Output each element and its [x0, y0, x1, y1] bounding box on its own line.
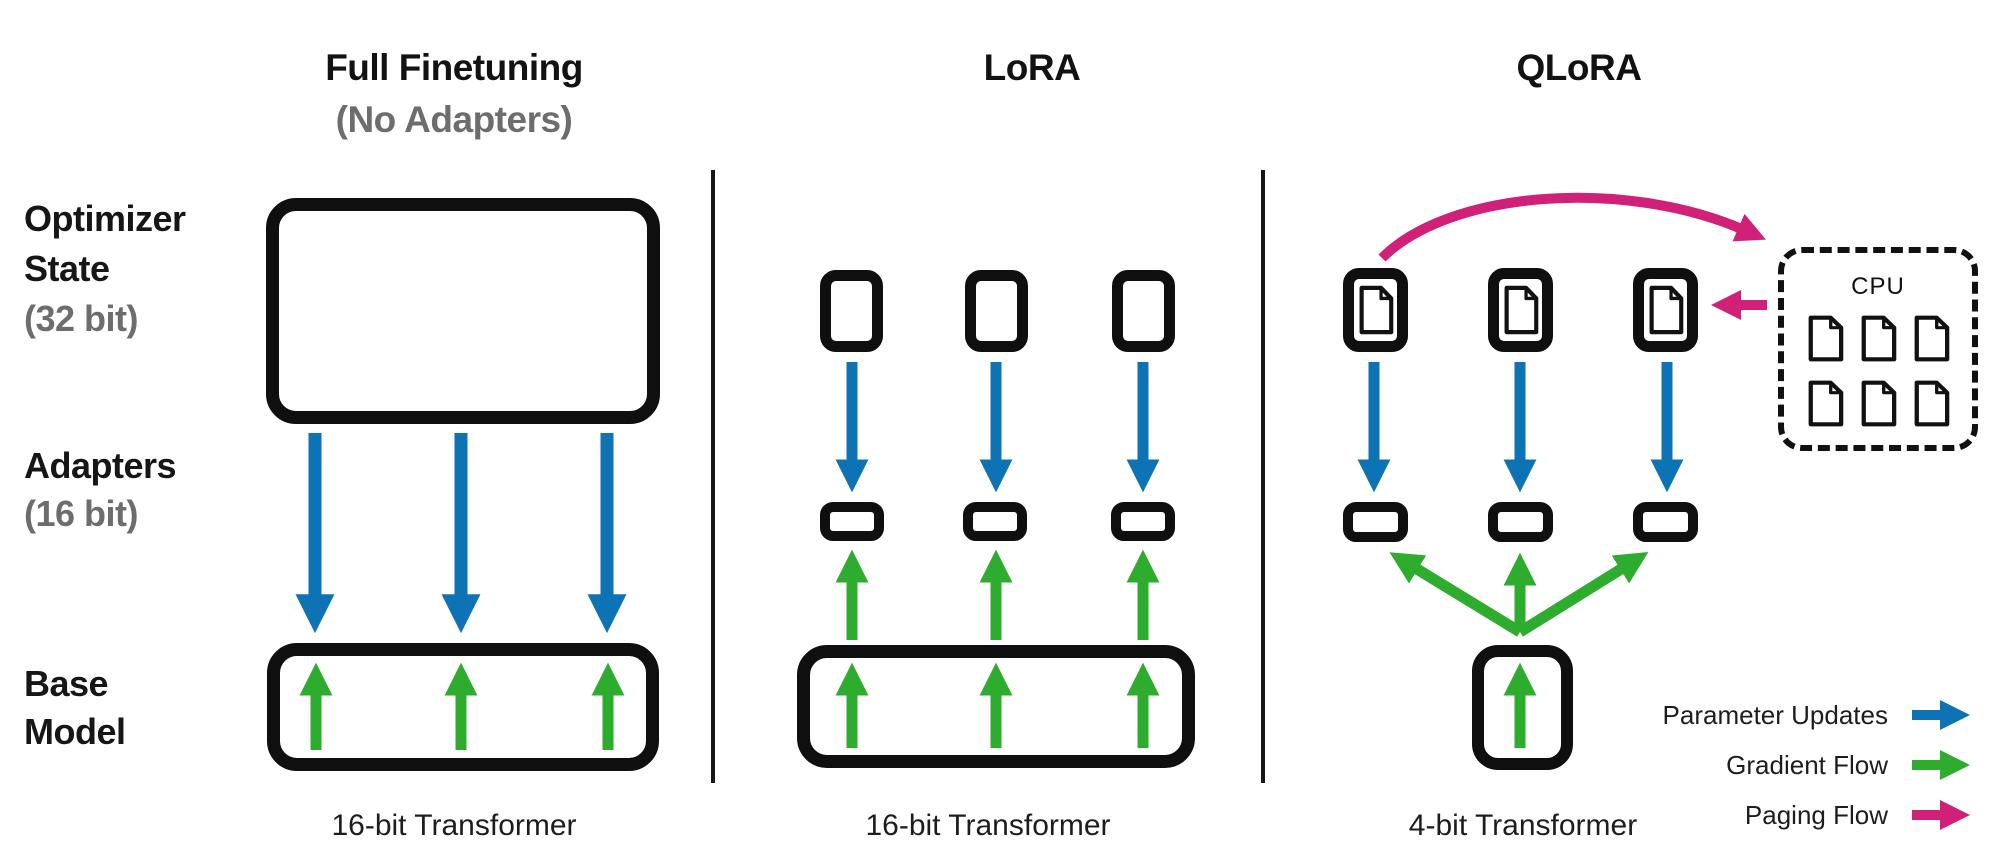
lora-gradient-flow-to-adapters [835, 549, 1160, 640]
row-label-optimizer-state: Optimizer State (32 bit) [24, 194, 186, 344]
cpu-label: CPU [1851, 273, 1905, 300]
paged-memory-icon [1912, 315, 1950, 362]
row-label-line: Base [24, 663, 109, 704]
qlora-parameter-update-arrows [1357, 362, 1684, 493]
row-label-line: State [24, 248, 110, 289]
caption-qlora-transformer: 4-bit Transformer [1408, 809, 1638, 842]
qlora-adapter-box-1 [1343, 502, 1408, 542]
paged-memory-icon [1502, 285, 1539, 335]
paged-memory-icon [1806, 380, 1844, 427]
lora-adapter-box-2 [963, 502, 1027, 541]
paged-memory-icon [1859, 315, 1897, 362]
ff-optimizer-state-box [266, 198, 660, 424]
qlora-adapter-box-3 [1633, 502, 1698, 542]
qlora-gradient-flow-fan [1389, 552, 1649, 637]
column-title-qlora: QLoRA [1516, 47, 1642, 88]
caption-lora-transformer: 16-bit Transformer [865, 809, 1111, 842]
ff-parameter-update-arrows [295, 433, 627, 634]
lora-adapter-box-1 [820, 502, 884, 541]
column-title-lora: LoRA [983, 47, 1081, 88]
qlora-adapter-box-2 [1488, 502, 1553, 542]
legend-label-gradient-flow: Gradient Flow [1726, 750, 1888, 780]
paged-memory-icon [1357, 285, 1394, 335]
paged-memory-icon [1806, 315, 1844, 362]
cpu-paged-memory-grid [1806, 315, 1950, 427]
qlora-optimizer-box-2 [1488, 268, 1553, 352]
caption-ff-transformer: 16-bit Transformer [331, 809, 577, 842]
lora-optimizer-box-2 [965, 270, 1028, 352]
lora-optimizer-box-1 [820, 270, 883, 352]
row-label-adapters: Adapters (16 bit) [24, 442, 177, 538]
qlora-optimizer-box-3 [1633, 268, 1698, 352]
row-label-sub: (32 bit) [24, 298, 139, 339]
column-title-full-finetuning: Full Finetuning [325, 47, 583, 88]
lora-optimizer-box-3 [1112, 270, 1175, 352]
lora-base-model-box [797, 645, 1195, 768]
legend-label-paging-flow: Paging Flow [1744, 800, 1888, 830]
cpu-box: CPU [1778, 247, 1978, 451]
row-label-base-model: Base Model [24, 660, 126, 756]
row-label-line: Model [24, 711, 126, 752]
qlora-optimizer-box-1 [1343, 268, 1408, 352]
lora-adapter-box-3 [1111, 502, 1175, 541]
column-subtitle-no-adapters: (No Adapters) [335, 99, 573, 140]
paged-memory-icon [1912, 380, 1950, 427]
qlora-paging-flow-arc [1378, 192, 1766, 262]
ff-base-model-box [267, 643, 659, 771]
column-divider-left [711, 170, 715, 783]
row-label-line: Adapters [24, 445, 177, 486]
legend-label-parameter-updates: Parameter Updates [1662, 700, 1888, 730]
paged-memory-icon [1859, 380, 1897, 427]
column-divider-right [1261, 170, 1265, 783]
paged-memory-icon [1647, 285, 1684, 335]
row-label-sub: (16 bit) [24, 493, 139, 534]
lora-parameter-update-arrows [835, 362, 1160, 493]
row-label-line: Optimizer [24, 198, 186, 239]
